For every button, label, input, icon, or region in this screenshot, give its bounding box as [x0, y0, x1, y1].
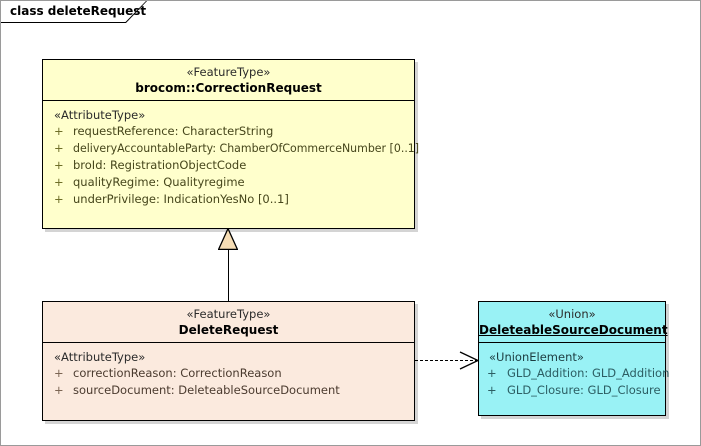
attribute-signature: GLD_Closure: GLD_Closure	[507, 383, 661, 397]
attribute-row[interactable]: + underPrivilege: IndicationYesNo [0..1]	[43, 191, 414, 208]
class-stereotype: «FeatureType»	[186, 65, 271, 79]
attribute-stereotype: «AttributeType»	[54, 350, 146, 364]
attribute-signature: broId: RegistrationObjectCode	[73, 158, 247, 172]
attribute-row[interactable]: + GLD_Closure: GLD_Closure	[479, 382, 665, 399]
attribute-stereotype: «UnionElement»	[489, 350, 584, 364]
visibility-marker: +	[487, 383, 497, 397]
generalization-triangle-fill	[219, 229, 237, 250]
visibility-marker: +	[487, 366, 497, 380]
compartment-divider	[479, 342, 665, 343]
attribute-signature: GLD_Addition: GLD_Addition	[507, 366, 670, 380]
class-name: brocom::CorrectionRequest	[135, 81, 322, 95]
attribute-signature: sourceDocument: DeleteableSourceDocument	[73, 383, 340, 397]
class-name: DeleteRequest	[178, 323, 279, 337]
dependency-arrowhead-icon	[459, 351, 479, 370]
attribute-row[interactable]: + broId: RegistrationObjectCode	[43, 157, 414, 174]
class-header-deleterequest: «FeatureType» DeleteRequest	[43, 302, 414, 342]
class-name[interactable]: DeleteableSourceDocument	[479, 323, 668, 337]
visibility-marker: +	[54, 192, 64, 206]
visibility-marker: +	[54, 158, 64, 172]
frame-title: class deleteRequest	[10, 4, 147, 18]
visibility-marker: +	[54, 141, 64, 155]
attribute-row[interactable]: + sourceDocument: DeleteableSourceDocumen…	[43, 382, 414, 399]
class-stereotype: «FeatureType»	[186, 307, 271, 321]
attribute-row[interactable]: + qualityRegime: Qualityregime	[43, 174, 414, 191]
attribute-signature: underPrivilege: IndicationYesNo [0..1]	[73, 192, 289, 206]
attribute-compartment-deleterequest: «AttributeType» + correctionReason: Corre…	[43, 343, 414, 404]
attribute-signature: deliveryAccountableParty: ChamberOfComme…	[73, 141, 420, 155]
attribute-row[interactable]: + deliveryAccountableParty: ChamberOfComm…	[43, 140, 419, 157]
generalization-arrowhead-icon	[218, 228, 238, 250]
attribute-row[interactable]: + GLD_Addition: GLD_Addition	[479, 365, 669, 382]
attribute-row[interactable]: + requestReference: CharacterString	[43, 123, 414, 140]
compartment-divider	[43, 342, 414, 343]
attribute-signature: qualityRegime: Qualityregime	[73, 175, 245, 189]
visibility-marker: +	[54, 383, 64, 397]
class-box-deleterequest[interactable]: «FeatureType» DeleteRequest «AttributeTy…	[42, 301, 415, 421]
visibility-marker: +	[54, 124, 64, 138]
attribute-stereotype: «AttributeType»	[54, 108, 146, 122]
class-header-correctionrequest: «FeatureType» brocom::CorrectionRequest	[43, 60, 414, 100]
class-header-union: «Union» DeleteableSourceDocument	[479, 302, 668, 342]
class-box-correctionrequest[interactable]: «FeatureType» brocom::CorrectionRequest …	[42, 59, 419, 229]
attribute-compartment-correctionrequest: «AttributeType» + requestReference: Chara…	[43, 101, 419, 213]
dependency-line[interactable]	[415, 360, 478, 362]
attribute-signature: correctionReason: CorrectionReason	[73, 366, 282, 380]
class-stereotype: «Union»	[548, 307, 596, 321]
attribute-row[interactable]: + correctionReason: CorrectionReason	[43, 365, 414, 382]
visibility-marker: +	[54, 175, 64, 189]
attribute-compartment-union: «UnionElement» + GLD_Addition: GLD_Additi…	[479, 343, 669, 404]
visibility-marker: +	[54, 366, 64, 380]
class-box-deleteablesourcedocument[interactable]: «Union» DeleteableSourceDocument «UnionE…	[478, 301, 669, 416]
compartment-divider	[43, 100, 414, 101]
generalization-line[interactable]	[228, 250, 229, 301]
attribute-signature: requestReference: CharacterString	[73, 124, 274, 138]
frame-tab-fill	[1, 1, 146, 22]
